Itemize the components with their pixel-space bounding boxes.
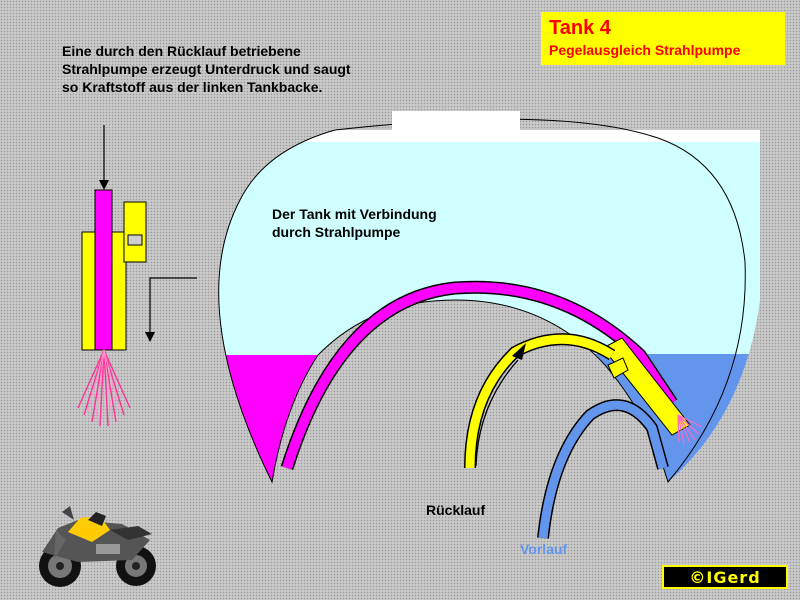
- ruecklauf-pipe: [465, 334, 615, 469]
- vorlauf-label: Vorlauf: [520, 541, 568, 557]
- logo-text: ©IGerd: [689, 567, 761, 587]
- vorlauf-pipe: [538, 400, 668, 539]
- jet-pump-inlet: [607, 357, 629, 379]
- connection-pipe: [282, 282, 677, 470]
- ruecklauf-arrow-icon: [512, 343, 526, 360]
- ruecklauf-flow-line: [475, 359, 519, 467]
- jet-spray-detail: [77, 349, 131, 427]
- jet-pump-in-tank: [602, 337, 703, 445]
- title-main: Tank 4: [549, 17, 611, 39]
- jet-pump-side-tube: [123, 201, 147, 263]
- pointer-arrow: [99, 125, 109, 190]
- tank-filler-opening: [392, 111, 520, 135]
- tank-air-space: [218, 130, 760, 142]
- title-sub: Pegelausgleich Strahlpumpe: [549, 42, 741, 58]
- motorcycle-icon: [39, 506, 156, 587]
- detail-leader-arrow: [145, 277, 197, 342]
- jet-spray-in-tank: [677, 414, 703, 445]
- jet-spray-detail-light: [87, 349, 121, 419]
- left-tank-fuel-level: [218, 355, 400, 482]
- logo: ©IGerd: [662, 565, 788, 589]
- description-text: Eine durch den Rücklauf betriebene Strah…: [62, 43, 351, 95]
- ruecklauf-label: Rücklauf: [426, 502, 486, 518]
- jet-pump-detail: [77, 189, 147, 427]
- jet-pump-nozzle: [94, 189, 113, 351]
- title-box: Tank 4 Pegelausgleich Strahlpumpe: [541, 12, 785, 65]
- tank-label: Der Tank mit Verbindung durch Strahlpump…: [272, 206, 437, 240]
- ruecklauf-pipe-outline: [464, 333, 616, 469]
- jet-pump-side-tube-gap: [127, 234, 143, 246]
